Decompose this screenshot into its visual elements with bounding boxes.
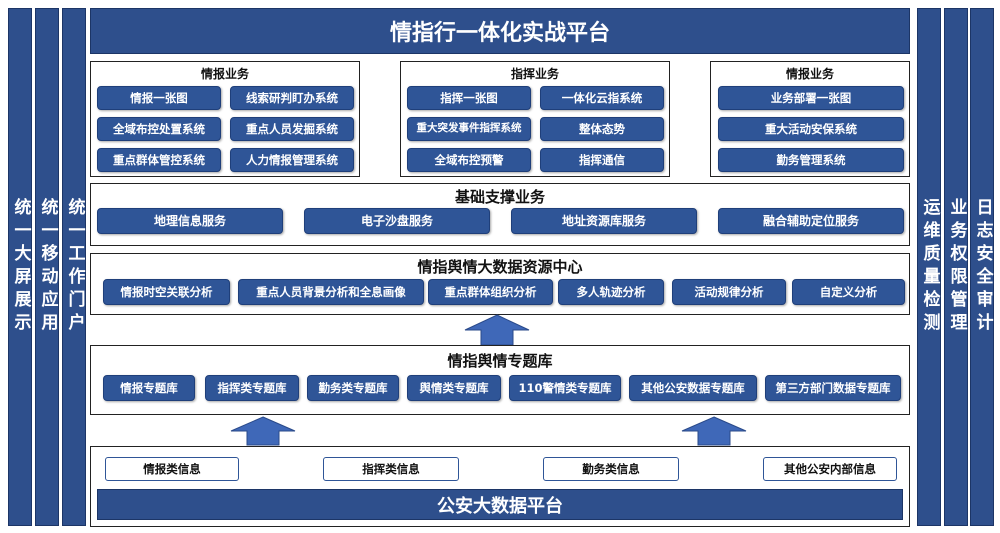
foundation-panel: 基础支撑业务 地理信息服务 电子沙盘服务 地址资源库服务 融合辅助定位服务 — [90, 183, 910, 246]
foundation-item[interactable]: 地址资源库服务 — [511, 208, 697, 234]
topic-db-item[interactable]: 指挥类专题库 — [205, 375, 299, 401]
business-panel-intel-title: 情报业务 — [200, 67, 249, 81]
topic-db-item[interactable]: 勤务类专题库 — [307, 375, 399, 401]
analysis-item[interactable]: 重点群体组织分析 — [428, 279, 553, 305]
topic-db-title: 情指舆情专题库 — [447, 352, 553, 370]
sources-panel: 情报类信息 指挥类信息 勤务类信息 其他公安内部信息 公安大数据平台 — [90, 446, 910, 527]
left-column-3-label: 统一工作门户 — [64, 198, 85, 336]
analysis-item[interactable]: 情报时空关联分析 — [103, 279, 230, 305]
topic-db-item[interactable]: 其他公安数据专题库 — [629, 375, 757, 401]
topic-db-item[interactable]: 110警情类专题库 — [509, 375, 621, 401]
business-item[interactable]: 线索研判盯办系统 — [230, 86, 354, 110]
business-panel-command-title: 指挥业务 — [510, 67, 559, 81]
business-panel-intel: 情报业务 情报一张图 线索研判盯办系统 全域布控处置系统 重点人员发掘系统 重点… — [90, 61, 360, 177]
right-column-3: 日志安全审计 — [970, 8, 994, 526]
business-item[interactable]: 重点群体管控系统 — [97, 148, 221, 172]
topic-db-item[interactable]: 舆情类专题库 — [407, 375, 501, 401]
right-column-2-label: 业务权限管理 — [946, 198, 967, 336]
analysis-item[interactable]: 自定义分析 — [792, 279, 905, 305]
up-arrow-icon — [464, 314, 530, 346]
topic-db-item[interactable]: 第三方部门数据专题库 — [765, 375, 901, 401]
source-item[interactable]: 勤务类信息 — [543, 457, 679, 481]
top-banner: 情指行一体化实战平台 — [90, 8, 910, 54]
source-item[interactable]: 其他公安内部信息 — [763, 457, 897, 481]
left-column-1-label: 统一大屏展示 — [10, 198, 31, 336]
platform-banner-title: 公安大数据平台 — [437, 495, 563, 517]
up-arrow-icon — [681, 416, 747, 446]
business-item[interactable]: 一体化云指系统 — [540, 86, 664, 110]
business-panel-command: 指挥业务 指挥一张图 一体化云指系统 重大突发事件指挥系统 整体态势 全域布控预… — [400, 61, 670, 177]
left-column-2: 统一移动应用 — [35, 8, 59, 526]
foundation-item[interactable]: 电子沙盘服务 — [304, 208, 490, 234]
foundation-title: 基础支撑业务 — [454, 188, 545, 206]
right-column-1-label: 运维质量检测 — [919, 198, 940, 336]
platform-banner: 公安大数据平台 — [97, 489, 903, 520]
analysis-item[interactable]: 多人轨迹分析 — [558, 279, 664, 305]
source-item[interactable]: 情报类信息 — [105, 457, 239, 481]
business-item[interactable]: 重点人员发掘系统 — [230, 117, 354, 141]
right-column-3-label: 日志安全审计 — [972, 198, 993, 336]
business-item[interactable]: 情报一张图 — [97, 86, 221, 110]
business-item[interactable]: 重大突发事件指挥系统 — [407, 117, 531, 141]
source-item[interactable]: 指挥类信息 — [323, 457, 459, 481]
analysis-item[interactable]: 活动规律分析 — [672, 279, 786, 305]
left-column-1: 统一大屏展示 — [8, 8, 32, 526]
business-item[interactable]: 全域布控预警 — [407, 148, 531, 172]
business-item[interactable]: 业务部署一张图 — [718, 86, 904, 110]
foundation-item[interactable]: 融合辅助定位服务 — [718, 208, 904, 234]
business-item[interactable]: 指挥一张图 — [407, 86, 531, 110]
data-center-title: 情指舆情大数据资源中心 — [417, 258, 583, 276]
topic-db-panel: 情指舆情专题库 情报专题库 指挥类专题库 勤务类专题库 舆情类专题库 110警情… — [90, 345, 910, 415]
top-banner-title: 情指行一体化实战平台 — [389, 21, 610, 46]
data-center-panel: 情指舆情大数据资源中心 情报时空关联分析 重点人员背景分析和全息画像 重点群体组… — [90, 253, 910, 315]
business-panel-duty-title: 情报业务 — [785, 67, 834, 81]
business-item[interactable]: 整体态势 — [540, 117, 664, 141]
right-column-1: 运维质量检测 — [917, 8, 941, 526]
business-item[interactable]: 人力情报管理系统 — [230, 148, 354, 172]
left-column-2-label: 统一移动应用 — [37, 198, 58, 336]
business-item[interactable]: 全域布控处置系统 — [97, 117, 221, 141]
left-column-3: 统一工作门户 — [62, 8, 86, 526]
analysis-item[interactable]: 重点人员背景分析和全息画像 — [238, 279, 424, 305]
business-item[interactable]: 指挥通信 — [540, 148, 664, 172]
foundation-item[interactable]: 地理信息服务 — [97, 208, 283, 234]
business-item[interactable]: 勤务管理系统 — [718, 148, 904, 172]
up-arrow-icon — [230, 416, 296, 446]
business-item[interactable]: 重大活动安保系统 — [718, 117, 904, 141]
business-panel-duty: 情报业务 业务部署一张图 重大活动安保系统 勤务管理系统 — [710, 61, 910, 177]
topic-db-item[interactable]: 情报专题库 — [103, 375, 195, 401]
right-column-2: 业务权限管理 — [944, 8, 968, 526]
